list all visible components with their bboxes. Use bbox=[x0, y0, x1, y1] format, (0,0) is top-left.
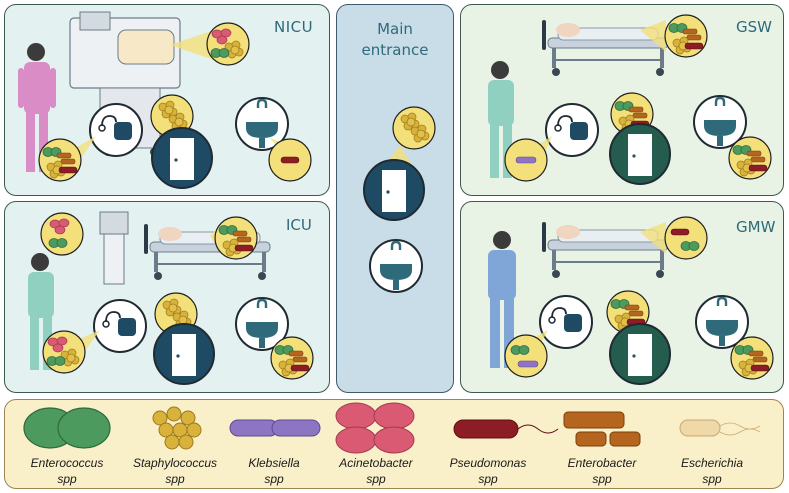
legend-enterococcus-icon bbox=[23, 407, 111, 449]
legend-name: Escherichia bbox=[680, 456, 744, 470]
gsw-door-disc bbox=[609, 123, 671, 185]
legend-escherichia-icon bbox=[679, 419, 761, 437]
nicu-door-disc bbox=[151, 127, 213, 189]
entrance-label-line1: Main bbox=[377, 20, 413, 38]
legend-name: Klebsiella bbox=[248, 456, 300, 470]
legend-klebsiella-icon bbox=[229, 419, 321, 437]
gmw-nurse bbox=[488, 231, 516, 368]
gsw-sink-lens bbox=[729, 137, 771, 179]
icu-bed-lens bbox=[215, 217, 257, 259]
legend-enterobacter-icon bbox=[563, 411, 641, 447]
nicu-nurse bbox=[18, 43, 56, 172]
nicu-label: NICU bbox=[274, 18, 313, 36]
entrance-sink-disc bbox=[368, 238, 424, 294]
gmw-bp-lens bbox=[504, 334, 548, 378]
icu-bp-monitor-disc bbox=[93, 299, 147, 353]
legend-suffix: spp bbox=[478, 472, 498, 486]
legend-acinetobacter-icon bbox=[335, 402, 415, 454]
legend-suffix: spp bbox=[702, 472, 722, 486]
legend-name: Staphylococcus bbox=[132, 456, 218, 470]
legend-suffix: spp bbox=[165, 472, 185, 486]
icu-label: ICU bbox=[286, 216, 312, 234]
legend-name: Enterobacter bbox=[567, 456, 637, 470]
nicu-sink-lens bbox=[268, 138, 312, 182]
legend-name: Acinetobacter bbox=[339, 456, 413, 470]
legend-name: Pseudomonas bbox=[449, 456, 527, 470]
nicu-bp-monitor-disc bbox=[89, 103, 143, 157]
nicu-incubator-lens bbox=[207, 23, 249, 65]
legend-suffix: spp bbox=[264, 472, 284, 486]
legend-suffix: spp bbox=[57, 472, 77, 486]
gmw-sink-lens bbox=[731, 337, 773, 379]
nicu-bp-lens bbox=[39, 139, 81, 181]
icu-nurse-lens bbox=[41, 213, 83, 255]
gmw-label: GMW bbox=[736, 218, 776, 236]
gmw-bed-lens bbox=[664, 216, 708, 260]
gmw-door-disc bbox=[609, 323, 671, 385]
icu-door-disc bbox=[153, 323, 215, 385]
gsw-bp-lens bbox=[504, 138, 548, 182]
entrance-door-disc bbox=[363, 159, 425, 221]
gmw-bp-monitor-disc bbox=[539, 295, 593, 349]
icu-ventilator bbox=[99, 211, 129, 285]
legend-staphylococcus-icon bbox=[152, 406, 202, 450]
gsw-label: GSW bbox=[736, 18, 772, 36]
legend-name: Enterococcus bbox=[30, 456, 104, 470]
icu-bp-lens bbox=[43, 331, 85, 373]
entrance-door-lens bbox=[393, 107, 435, 149]
gsw-bed-lens bbox=[665, 15, 707, 57]
icu-sink-lens bbox=[271, 337, 313, 379]
entrance-label-line2: entrance bbox=[362, 41, 429, 59]
gsw-bp-monitor-disc bbox=[545, 103, 599, 157]
legend-suffix: spp bbox=[592, 472, 612, 486]
legend-pseudomonas-icon bbox=[453, 419, 559, 439]
nicu-incubator bbox=[69, 11, 181, 156]
legend-suffix: spp bbox=[366, 472, 386, 486]
